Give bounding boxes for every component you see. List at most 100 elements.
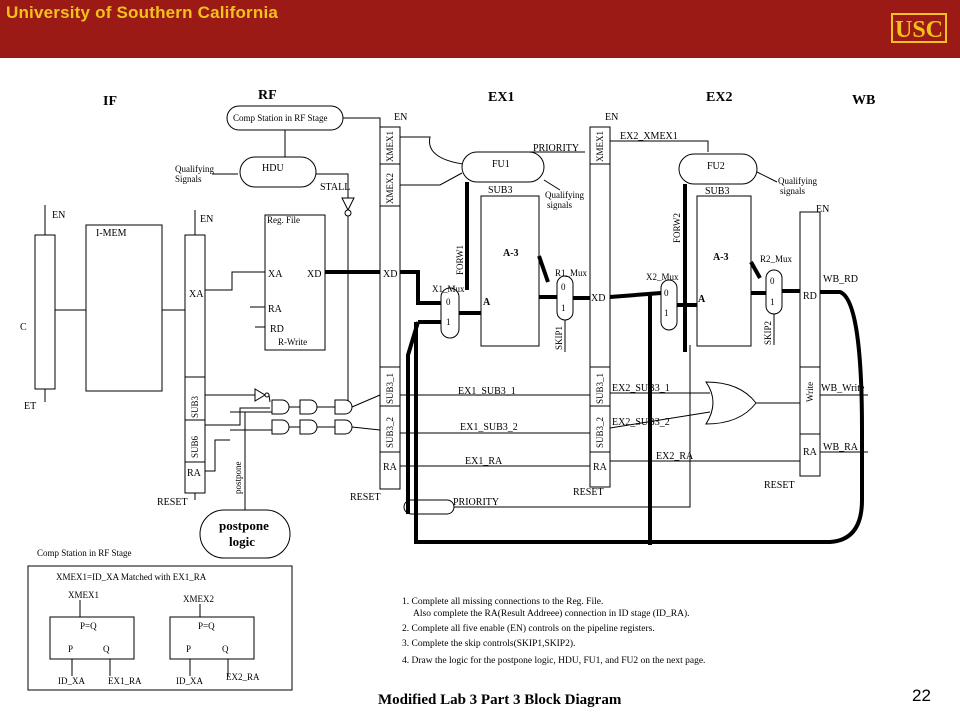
fu1-label: FU1: [492, 159, 510, 170]
compbox-c2-q: Q: [222, 644, 229, 654]
compbox-c1-in-wires: [71, 659, 111, 676]
ex2-ra-label: EX2_RA: [656, 451, 694, 462]
idex-sub3-1-label: SUB3_1: [385, 373, 395, 404]
pc-en-label: EN: [52, 210, 65, 221]
skip1-label: SKIP1: [554, 326, 564, 350]
xd-to-x2mux-bus: [609, 291, 662, 299]
ex1ex2-reset-label: RESET: [573, 487, 604, 498]
postpone-logic-label-2: logic: [229, 534, 255, 549]
idex-en-label: EN: [394, 112, 407, 123]
fu2-label: FU2: [707, 161, 725, 172]
x2-mux-0: 0: [664, 288, 669, 298]
reg-xa-label: XA: [268, 269, 283, 280]
sub3-buffer: [254, 388, 266, 402]
priority-label-1: PRIORITY: [533, 143, 579, 154]
pc-register: [34, 234, 56, 390]
reg-rwrite-label: R-Write: [278, 337, 307, 347]
ex2-alu: [696, 195, 752, 347]
fu2-signals-label: signals: [780, 186, 805, 196]
ifid-xa-label: XA: [189, 289, 204, 300]
gate-chain-wires: [289, 394, 381, 431]
stall-buffer: [341, 197, 355, 212]
priority-wire-2: [454, 345, 691, 508]
reg-file-label: Reg. File: [267, 215, 300, 225]
a3-to-r1-bus: [537, 255, 550, 283]
fu1-qualifying-label: Qualifying: [545, 190, 584, 200]
ex1ex2-xmex1-label: XMEX1: [595, 131, 605, 162]
postpone-wire-label: postpone: [233, 461, 243, 494]
a3-to-r2-bus: [749, 261, 762, 279]
priority-label-2: PRIORITY: [453, 497, 499, 508]
ex1ex2-sub3-2-label: SUB3_2: [595, 417, 605, 448]
ex1-sub3-1-label: EX1_SUB3_1: [458, 386, 516, 397]
fu1-qual-wire: [543, 179, 561, 191]
ex1-alu: [480, 195, 540, 347]
ex1-ex2-register: [589, 126, 611, 488]
stage-ex1: EX1: [488, 90, 514, 105]
and-gate-5: [334, 399, 353, 415]
sub3-buffer-bubble: [264, 392, 270, 398]
ex1-sub3-2-label: EX1_SUB3_2: [460, 422, 518, 433]
ex2-xmex1-wire: [610, 140, 709, 152]
r1-mux-label: R1_Mux: [555, 268, 588, 278]
compbox-c1-in2: EX1_RA: [108, 676, 142, 686]
compbox-c1-in1: ID_XA: [58, 676, 85, 686]
comparator-2: [169, 616, 255, 660]
hdu-unit: [239, 156, 317, 188]
ex1ex2-xd-label: XD: [591, 293, 605, 304]
et-left-label: ET: [24, 401, 36, 412]
fu2-qual-wire: [756, 171, 778, 183]
x1-mux-1: 1: [446, 317, 451, 327]
postpone-logic: [199, 509, 291, 559]
x2-mux-label: X2_Mux: [646, 272, 679, 282]
hdu-qualifying-label: Qualifying: [175, 164, 214, 174]
ex2-sub3-1-label: EX2_SUB3_1: [612, 383, 670, 394]
exwb-ra-label: RA: [803, 447, 818, 458]
ifid-en-label: EN: [200, 214, 213, 225]
x1-mux: [440, 287, 460, 339]
r2-mux-0: 0: [770, 276, 775, 286]
ex2-a3-label: A-3: [713, 252, 729, 263]
stage-wb: WB: [852, 93, 875, 108]
idex-xmex2-label: XMEX2: [385, 173, 395, 204]
and-gate-2: [271, 419, 290, 435]
stage-rf: RF: [258, 88, 277, 103]
comp-station-label: Comp Station in RF Stage: [233, 113, 328, 123]
instruction-4: 4. Draw the logic for the postpone logic…: [402, 655, 705, 666]
ifid-sub6-label: SUB6: [190, 435, 200, 458]
stall-inverter-bubble: [344, 209, 352, 217]
diagram-title: Modified Lab 3 Part 3 Block Diagram: [378, 692, 622, 708]
c-left-label: C: [20, 322, 27, 333]
ex2-sub3-2-wire: [609, 411, 711, 429]
idex-xmex1-label: XMEX1: [385, 131, 395, 162]
wb-feedback-bus: [414, 290, 864, 544]
compbox-c2-top: XMEX2: [183, 594, 214, 604]
ra-ifid-wire: [205, 439, 230, 472]
postpone-logic-label-1: postpone: [219, 518, 269, 533]
ex1-ra-label: EX1_RA: [465, 456, 503, 467]
xmex2-to-fu1-wire: [400, 172, 463, 186]
stall-label: STALL: [320, 182, 350, 193]
ex2-a-label: A: [698, 294, 706, 305]
idex-ra-label: RA: [383, 462, 398, 473]
idex-sub3-2-label: SUB3_2: [385, 417, 395, 448]
and-gate-4: [299, 419, 318, 435]
x1-mux-0: 0: [446, 297, 451, 307]
fu1-sub3-label: SUB3: [488, 185, 512, 196]
ifid-sub3-label: SUB3: [190, 395, 200, 418]
and-gate-3: [299, 399, 318, 415]
reg-ra-label: RA: [268, 304, 283, 315]
hdu-label: HDU: [262, 163, 284, 174]
r1-mux-1: 1: [561, 303, 566, 313]
sub6-wire: [205, 407, 270, 426]
compbox-c1-top: XMEX1: [68, 590, 99, 600]
compbox-c2-in1: ID_XA: [176, 676, 203, 686]
xd-to-x1mux-bus: [400, 270, 441, 305]
ex2-xmex1-label: EX2_XMEX1: [620, 131, 678, 142]
instruction-1: 1. Complete all missing connections to t…: [402, 597, 603, 607]
priority-mux: [403, 499, 455, 515]
forw2-label: FORW2: [672, 213, 682, 243]
fu1-signals-label: signals: [547, 200, 572, 210]
wb-rd-label: WB_RD: [823, 274, 858, 285]
ifid-xa-to-reg-wire: [205, 271, 265, 291]
